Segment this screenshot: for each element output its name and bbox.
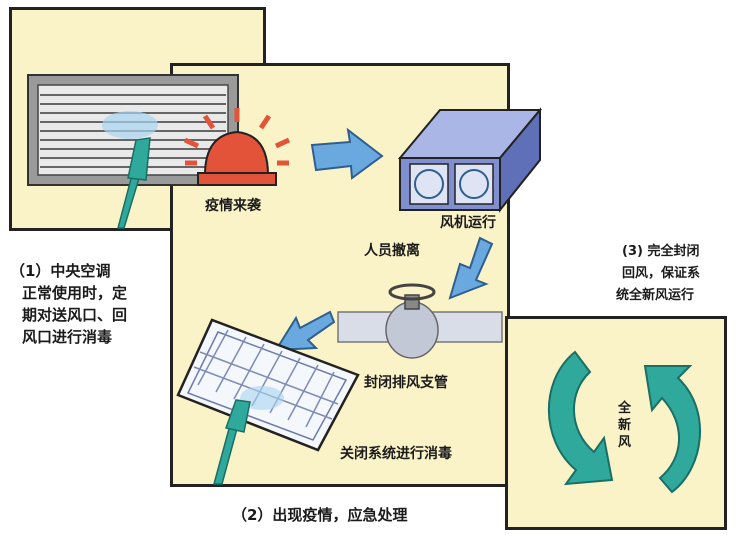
label-alarm: 疫情来袭: [205, 198, 261, 214]
spray-wand-icon: [117, 137, 151, 229]
arrow-alarm-to-fan-icon: [310, 127, 384, 180]
label-close-pipe: 封闭排风支管: [364, 375, 448, 391]
panel2-caption: （2）出现疫情，应急处理: [232, 506, 408, 524]
panel1-caption-line-1: （1）中央空调: [10, 262, 111, 280]
panel1-caption-line-4: 风口进行消毒: [22, 328, 113, 346]
panel3-caption-line-1: (3) 完全封闭: [622, 244, 700, 259]
alarm-light-icon: [183, 108, 291, 186]
panel3-caption-line-2: 回风，保证系: [622, 266, 701, 281]
panel1-caption-line-3: 期对送风口、回: [22, 306, 128, 324]
panel1-caption-line-2: 正常使用时，定: [22, 284, 128, 302]
fresh-air-char-3: 风: [618, 435, 632, 450]
vent-grille-icon: [176, 318, 360, 452]
arrow-fan-to-pipe-icon: [448, 236, 494, 300]
panel3-caption-line-3: 统全新风运行: [616, 288, 695, 303]
arrow-pipe-to-vent-icon: [274, 310, 336, 352]
pipe-valve-icon: [337, 283, 503, 359]
fresh-air-cycle-icon: [548, 350, 702, 494]
label-fan-running: 风机运行: [440, 215, 496, 231]
fresh-air-char-1: 全: [618, 401, 632, 416]
label-disinfect: 关闭系统进行消毒: [340, 446, 452, 462]
fan-unit-icon: [397, 107, 543, 213]
spray-wand-2-icon: [213, 399, 251, 485]
fresh-air-char-2: 新: [618, 418, 632, 433]
label-evacuate: 人员撤离: [364, 243, 420, 259]
